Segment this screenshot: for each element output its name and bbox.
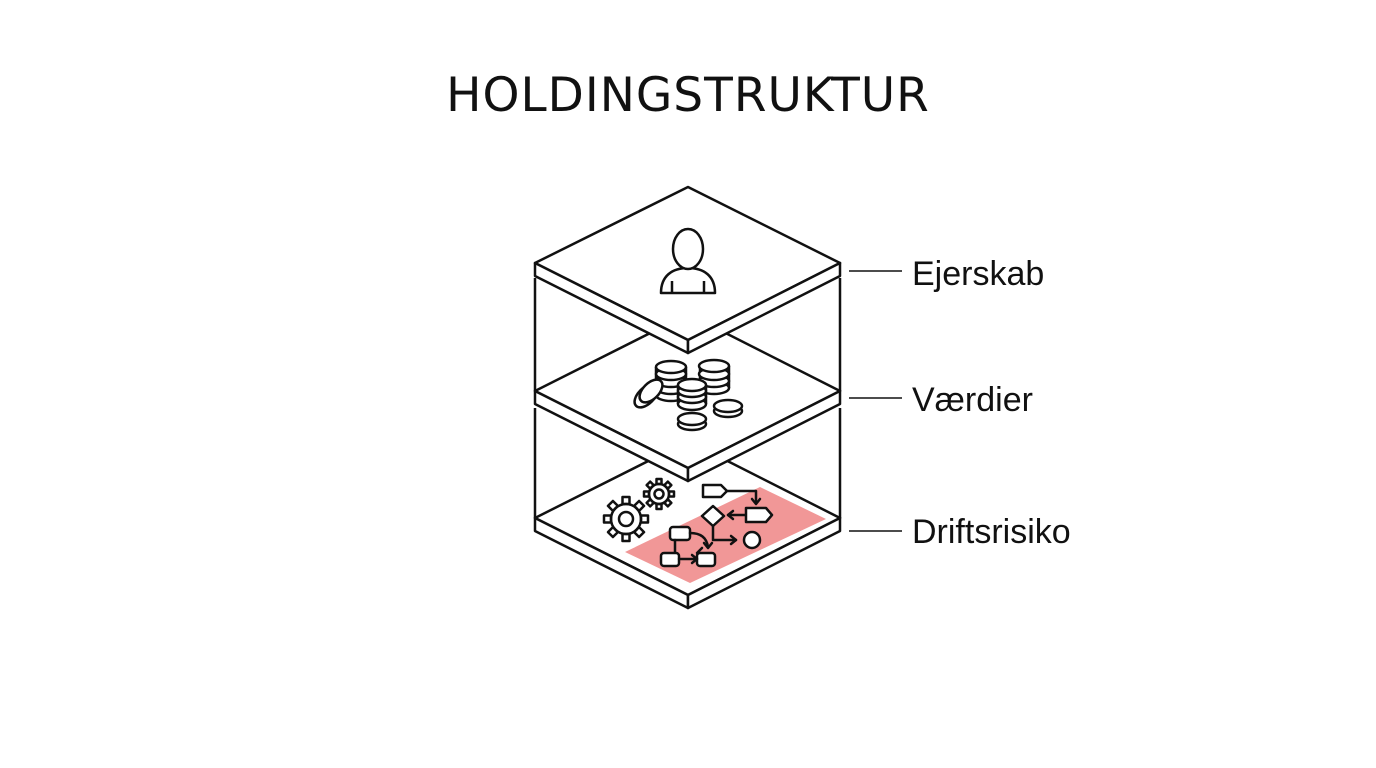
label-vaerdier: Værdier <box>912 381 1033 419</box>
layer-ejerskab <box>533 185 842 355</box>
flowchart-icon <box>659 483 774 568</box>
layer-vaerdier <box>533 278 842 483</box>
layer-labels: Ejerskab Værdier Driftsrisiko <box>849 255 1071 551</box>
label-driftsrisiko: Driftsrisiko <box>912 513 1071 551</box>
coins-icon <box>633 358 744 432</box>
person-icon <box>659 227 717 295</box>
layer-driftsrisiko <box>533 408 842 610</box>
gears-icon <box>602 477 676 543</box>
label-ejerskab: Ejerskab <box>912 255 1044 293</box>
page-title: HOLDINGSTRUKTUR <box>446 68 930 123</box>
